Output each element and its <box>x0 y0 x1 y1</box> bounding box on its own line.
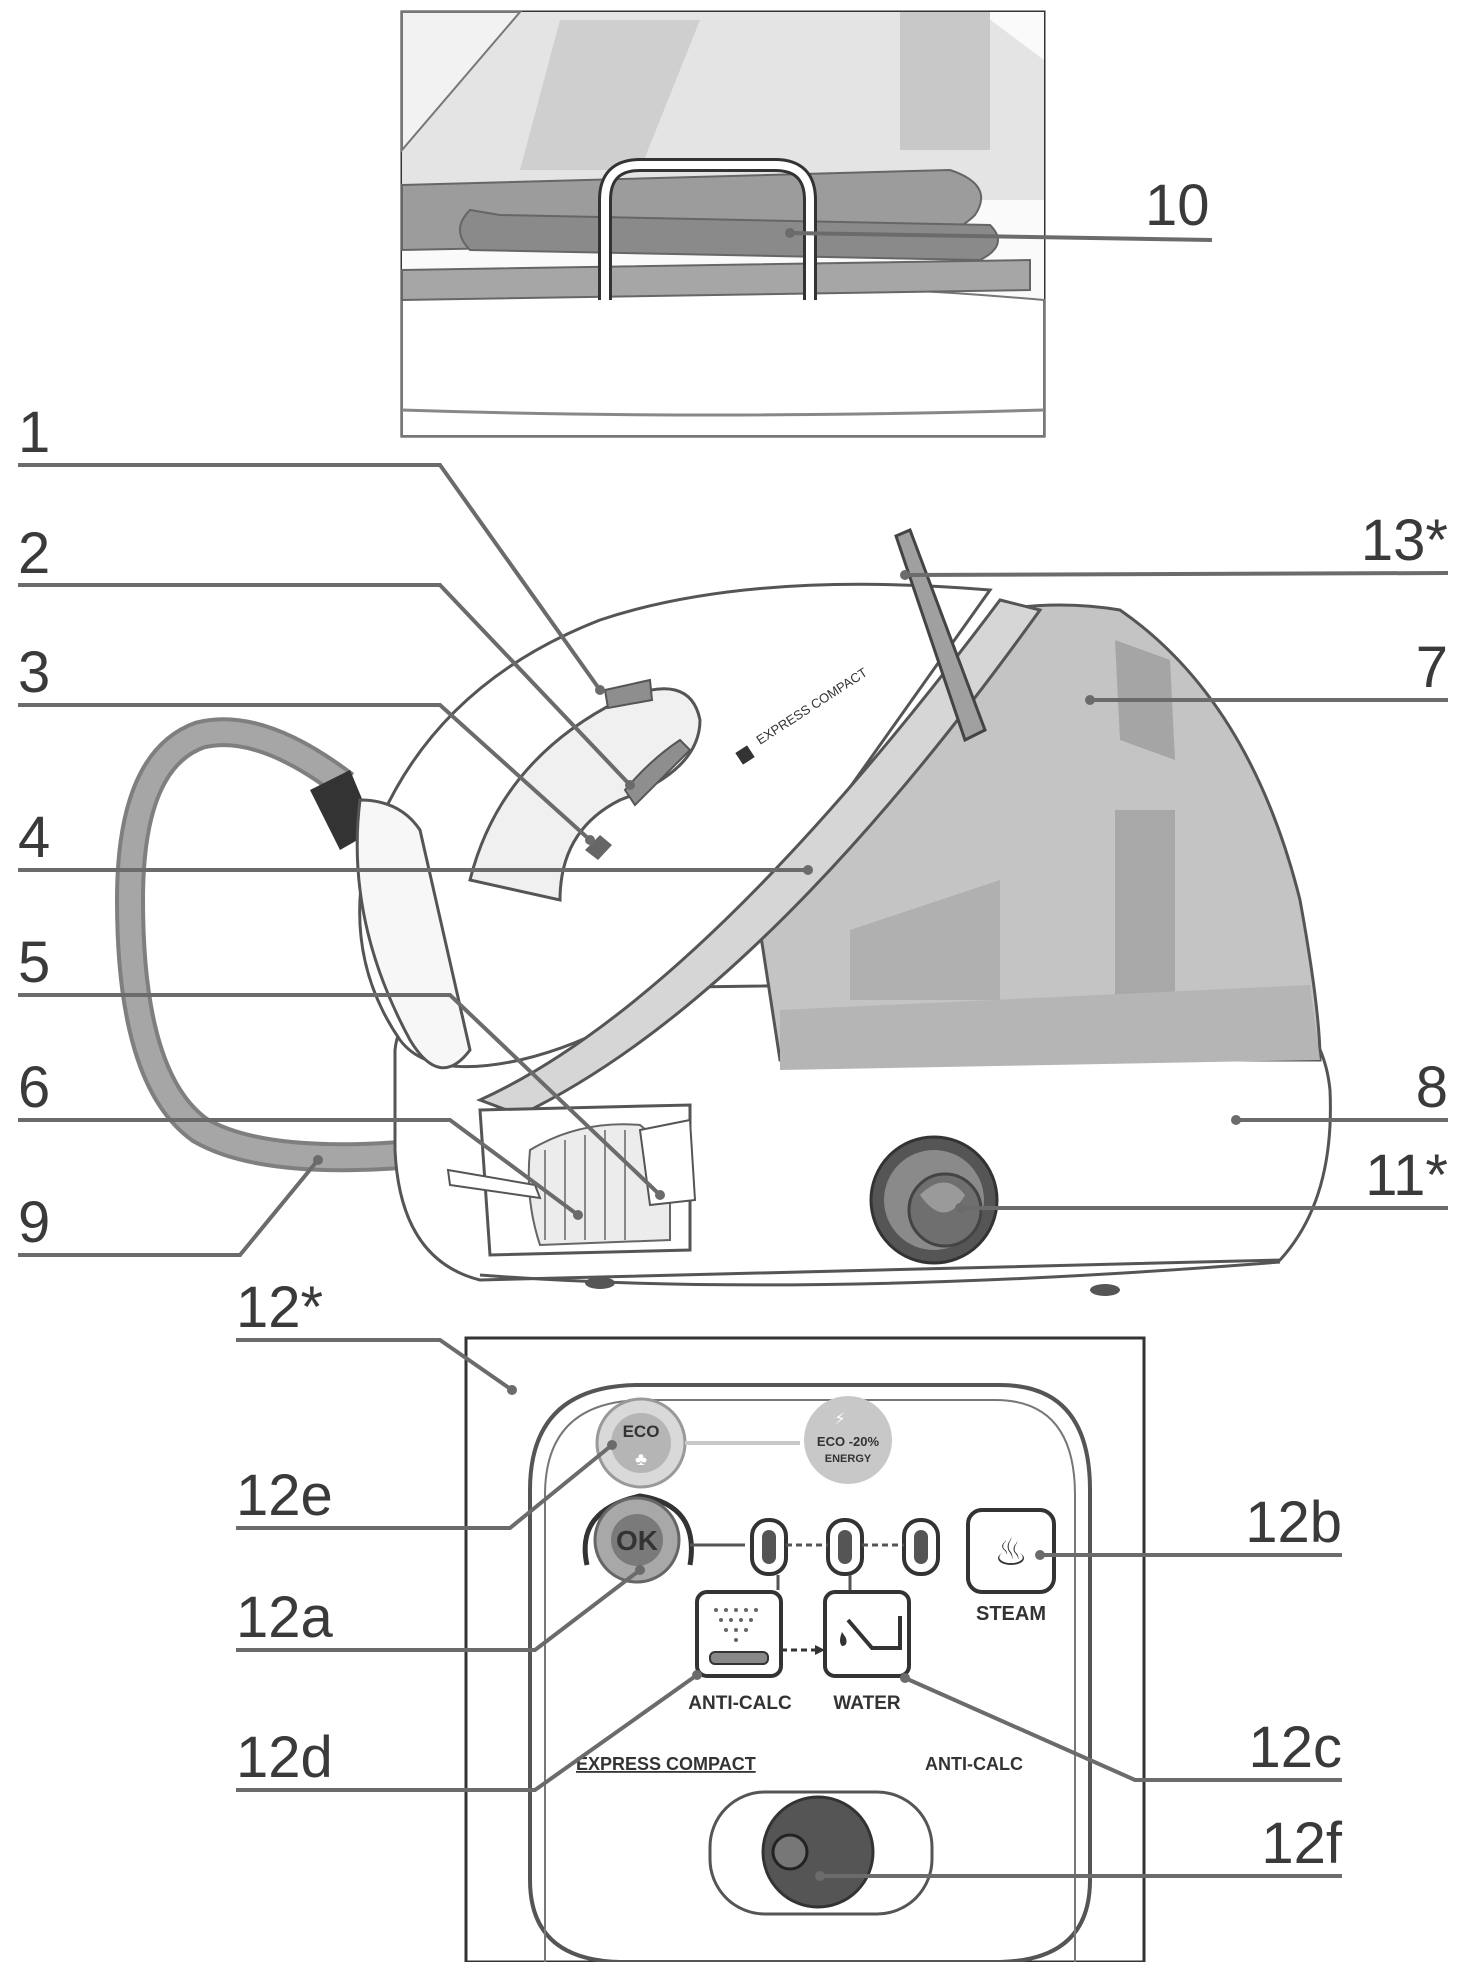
power-plug <box>638 1118 697 1207</box>
callout-1: 1 <box>18 400 50 465</box>
steam-level-indicators <box>750 1518 940 1576</box>
callout-12b: 12b <box>1245 1490 1342 1555</box>
water-indicator: WATER <box>823 1575 911 1714</box>
anticalc-collector <box>869 1135 999 1265</box>
power-knob-icon <box>761 1795 875 1909</box>
eco-button[interactable]: ECO ♣ <box>595 1397 687 1489</box>
anticalc-icon <box>709 1608 769 1665</box>
callout-9: 9 <box>18 1190 50 1255</box>
anticalc-indicator: ANTI-CALC <box>688 1575 825 1714</box>
svg-text:♣: ♣ <box>635 1449 647 1469</box>
callout-11: 11* <box>1365 1143 1448 1208</box>
steam-trigger <box>603 678 654 710</box>
callout-8: 8 <box>1416 1055 1448 1120</box>
steam-button[interactable]: ♨ STEAM <box>966 1508 1056 1625</box>
callout-2: 2 <box>18 521 50 586</box>
callout-13: 13* <box>1361 508 1448 573</box>
callout-7: 7 <box>1416 635 1448 700</box>
water-label: WATER <box>833 1693 900 1714</box>
svg-text:⚡: ⚡ <box>834 1411 845 1428</box>
soleplate <box>476 598 1043 1117</box>
eco-energy-badge: ECO -20% ENERGY ⚡ <box>804 1396 892 1484</box>
steam-generator: EXPRESS COMPACT <box>114 528 1332 1296</box>
water-icon <box>840 1616 902 1650</box>
panel-anticalc-label: ANTI-CALC <box>925 1754 1023 1774</box>
ok-button[interactable]: OK <box>582 1493 694 1584</box>
ok-button-icon: OK <box>616 1525 658 1556</box>
steam-label: STEAM <box>976 1603 1046 1625</box>
panel-brand: EXPRESS COMPACT <box>576 1754 756 1774</box>
callout-12a: 12a <box>236 1585 334 1650</box>
control-panel-inset: ECO ♣ ECO -20% ENERGY ⚡ OK <box>464 1336 1146 1962</box>
callout-labels: 10 1 2 3 4 5 6 9 13* 7 8 11* 12* 12e 12a… <box>18 173 1448 1876</box>
callout-5: 5 <box>18 930 50 995</box>
callout-10: 10 <box>1145 173 1210 238</box>
power-knob[interactable] <box>708 1790 934 1916</box>
callout-12d: 12d <box>236 1725 333 1790</box>
callout-12: 12* <box>236 1275 323 1340</box>
callout-4: 4 <box>18 805 50 870</box>
cord-holder-rod <box>894 528 987 743</box>
steam-icon: ♨ <box>994 1532 1028 1574</box>
callout-12c: 12c <box>1248 1715 1342 1780</box>
leader-lines <box>18 228 1449 1881</box>
eco-badge-line2: ENERGY <box>825 1453 872 1465</box>
callout-6: 6 <box>18 1055 50 1120</box>
inset-cord-storage <box>400 10 1046 438</box>
anticalc-indicator-label: ANTI-CALC <box>688 1693 792 1714</box>
eco-icon: ECO <box>623 1422 660 1441</box>
iron-handle <box>468 687 702 902</box>
trigger-lock <box>623 738 692 807</box>
callout-3: 3 <box>18 640 50 705</box>
iron-heel <box>355 798 472 1070</box>
callout-12e: 12e <box>236 1463 333 1528</box>
eco-badge-line1: ECO -20% <box>817 1434 880 1449</box>
callout-12f: 12f <box>1261 1811 1343 1876</box>
